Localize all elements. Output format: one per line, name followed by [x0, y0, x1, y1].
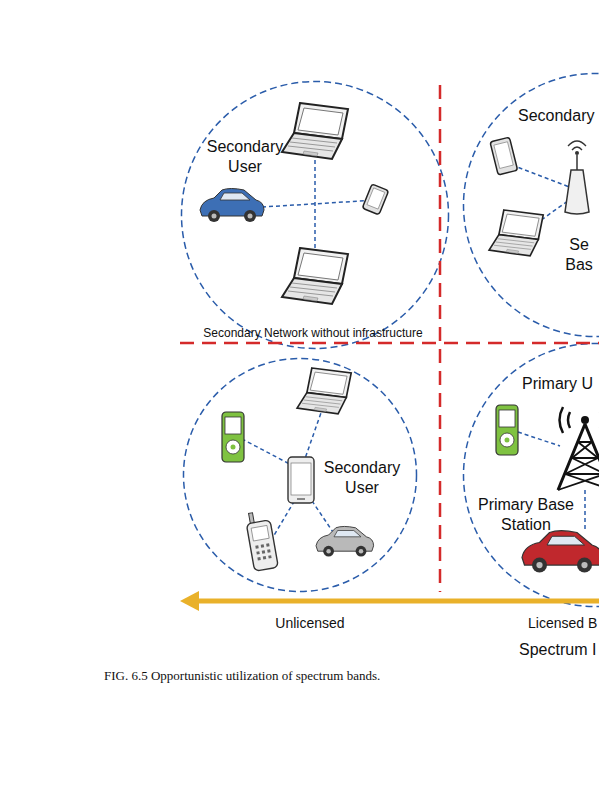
node-title: Primary U	[522, 374, 599, 394]
node-title: Secondary User	[190, 137, 300, 177]
cell-tower-icon	[558, 407, 599, 490]
dashed-boundary	[464, 74, 599, 337]
band-label: Unlicensed	[255, 613, 365, 633]
mobile-phone-icon	[245, 510, 279, 571]
node-label: Primary Base Station	[466, 495, 586, 535]
network-type-label: Secondary Network without infrastructure	[186, 323, 440, 343]
network-circle: Secondary User	[182, 357, 418, 593]
car-icon	[316, 526, 374, 556]
tablet-icon	[490, 137, 518, 175]
device-links	[262, 160, 378, 252]
node-title: Secondary	[518, 106, 599, 126]
dashed-boundary	[182, 82, 449, 349]
node-label: Se Bas	[562, 235, 596, 275]
dashed-boundary	[184, 359, 417, 592]
base-station-icon	[565, 141, 589, 214]
car-icon	[200, 189, 264, 223]
device-links	[512, 165, 572, 228]
network-circle: Primary U Primary Base Station	[462, 342, 599, 608]
device-links	[518, 432, 585, 530]
band-label: Licensed B	[528, 613, 599, 633]
laptop-icon	[282, 248, 348, 304]
circle-outline	[180, 80, 450, 350]
quadrant-divider	[180, 342, 599, 345]
music-player-icon	[222, 412, 244, 462]
dashed-boundary	[464, 344, 599, 607]
quadrant-divider	[439, 85, 442, 592]
network-circle: Secondary Se Bas	[462, 72, 599, 338]
laptop-icon	[489, 210, 543, 256]
spectrum-arrow	[196, 599, 599, 604]
laptop-icon	[297, 368, 351, 414]
music-player-icon	[496, 405, 518, 455]
tablet-icon	[362, 184, 388, 215]
node-title: Secondary User	[312, 458, 412, 498]
device-links	[244, 410, 335, 542]
laptop-icon	[282, 103, 348, 159]
axis-label: Spectrum I	[519, 640, 599, 660]
smartphone-icon	[288, 457, 314, 503]
figure-caption: FIG. 6.5 Opportunistic utilization of sp…	[104, 666, 584, 686]
network-circle: Secondary User	[180, 80, 450, 350]
car-icon	[522, 531, 599, 573]
arrow-head	[180, 591, 199, 611]
